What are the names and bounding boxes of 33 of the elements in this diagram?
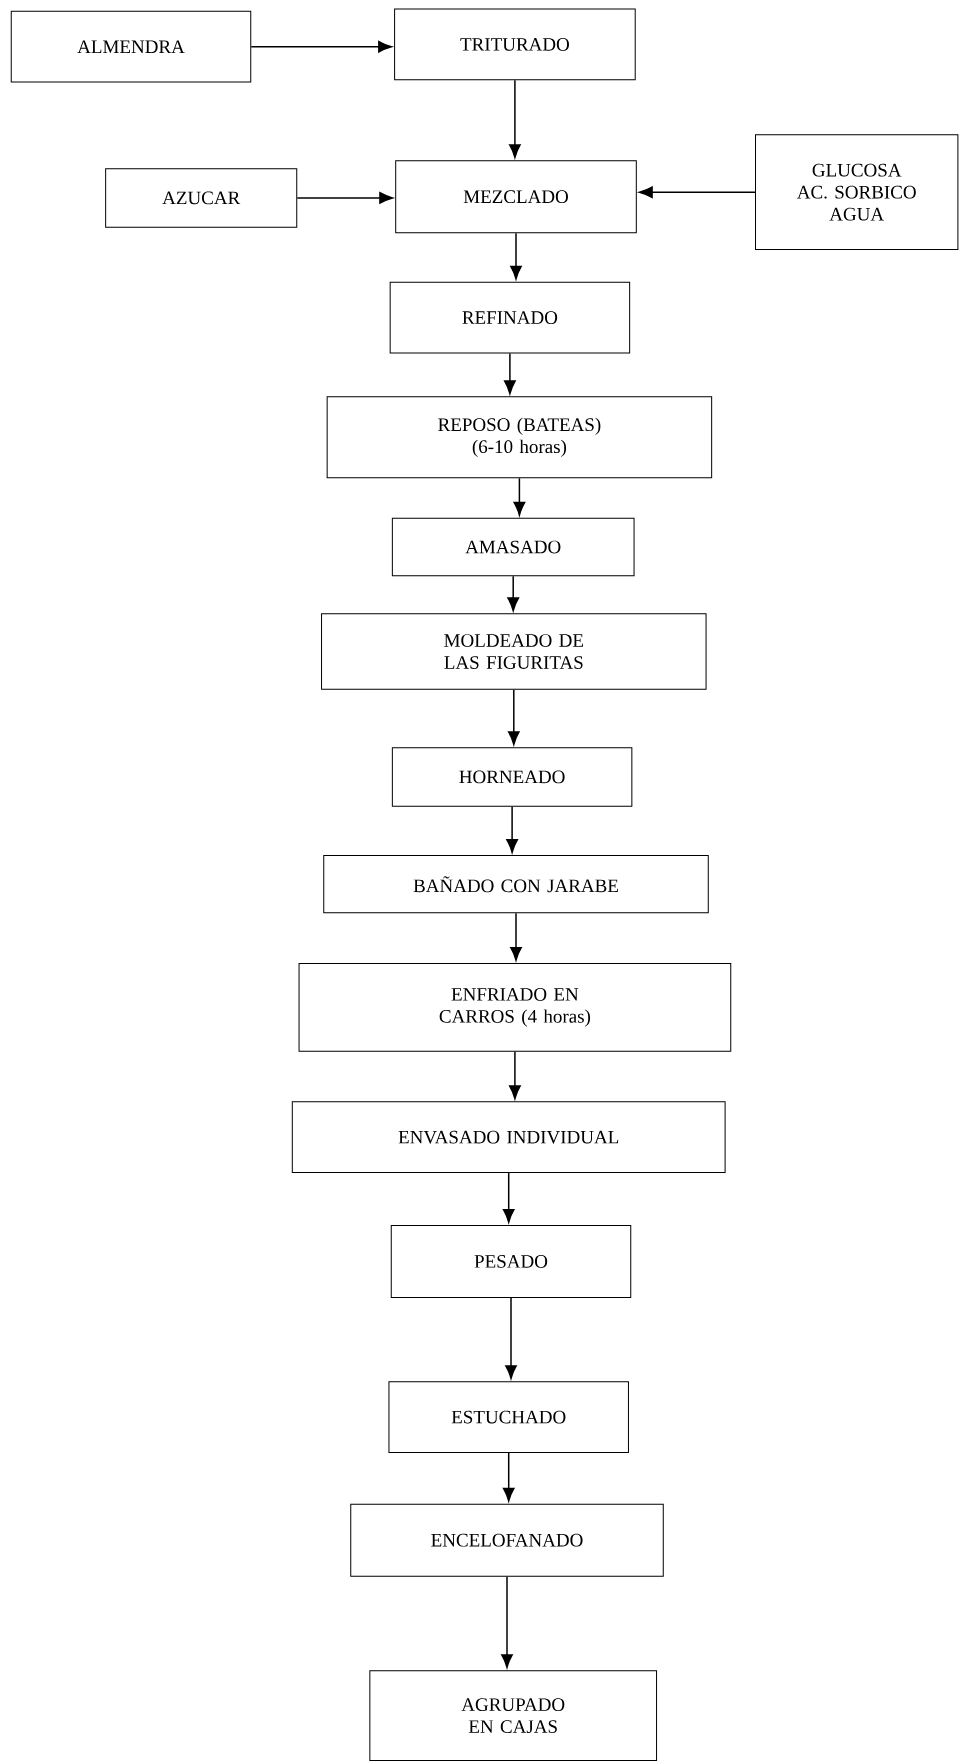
arrow [250,40,392,53]
process-box: ENFRIADO EN CARROS (4 horas) [298,962,732,1052]
arrow [506,805,518,853]
process-box: AMASADO [391,517,635,577]
process-box: REPOSO (BATEAS) (6-10 horas) [326,396,713,479]
arrow [504,352,516,395]
process-box: ENVASADO INDIVIDUAL [291,1101,726,1174]
arrow [502,1172,515,1223]
process-box: AZUCAR [105,168,298,228]
process-box: BAÑADO CON JARABE [323,855,709,914]
arrow [638,186,756,199]
process-box: REFINADO [389,281,631,354]
process-box: HORNEADO [391,747,633,807]
arrow [507,575,520,612]
arrow [505,1297,517,1380]
process-box: PESADO [390,1224,632,1298]
arrow [507,688,520,746]
process-box: TRITURADO [394,8,636,81]
arrow [513,477,526,516]
process-box: MEZCLADO [395,160,637,234]
arrow [510,912,522,961]
process-box: AGRUPADO EN CAJAS [369,1670,658,1762]
process-box: ALMENDRA [10,10,252,83]
process-box: ENCELOFANADO [350,1503,664,1577]
arrow [502,1452,515,1502]
arrow [509,79,521,159]
process-box: GLUCOSA AC. SORBICO AGUA [755,134,959,251]
arrow [296,192,394,204]
process-box: MOLDEADO DE LAS FIGURITAS [321,613,707,690]
arrow [509,1050,521,1100]
arrow [510,232,522,280]
arrow [501,1575,513,1669]
process-box: ESTUCHADO [388,1381,629,1453]
